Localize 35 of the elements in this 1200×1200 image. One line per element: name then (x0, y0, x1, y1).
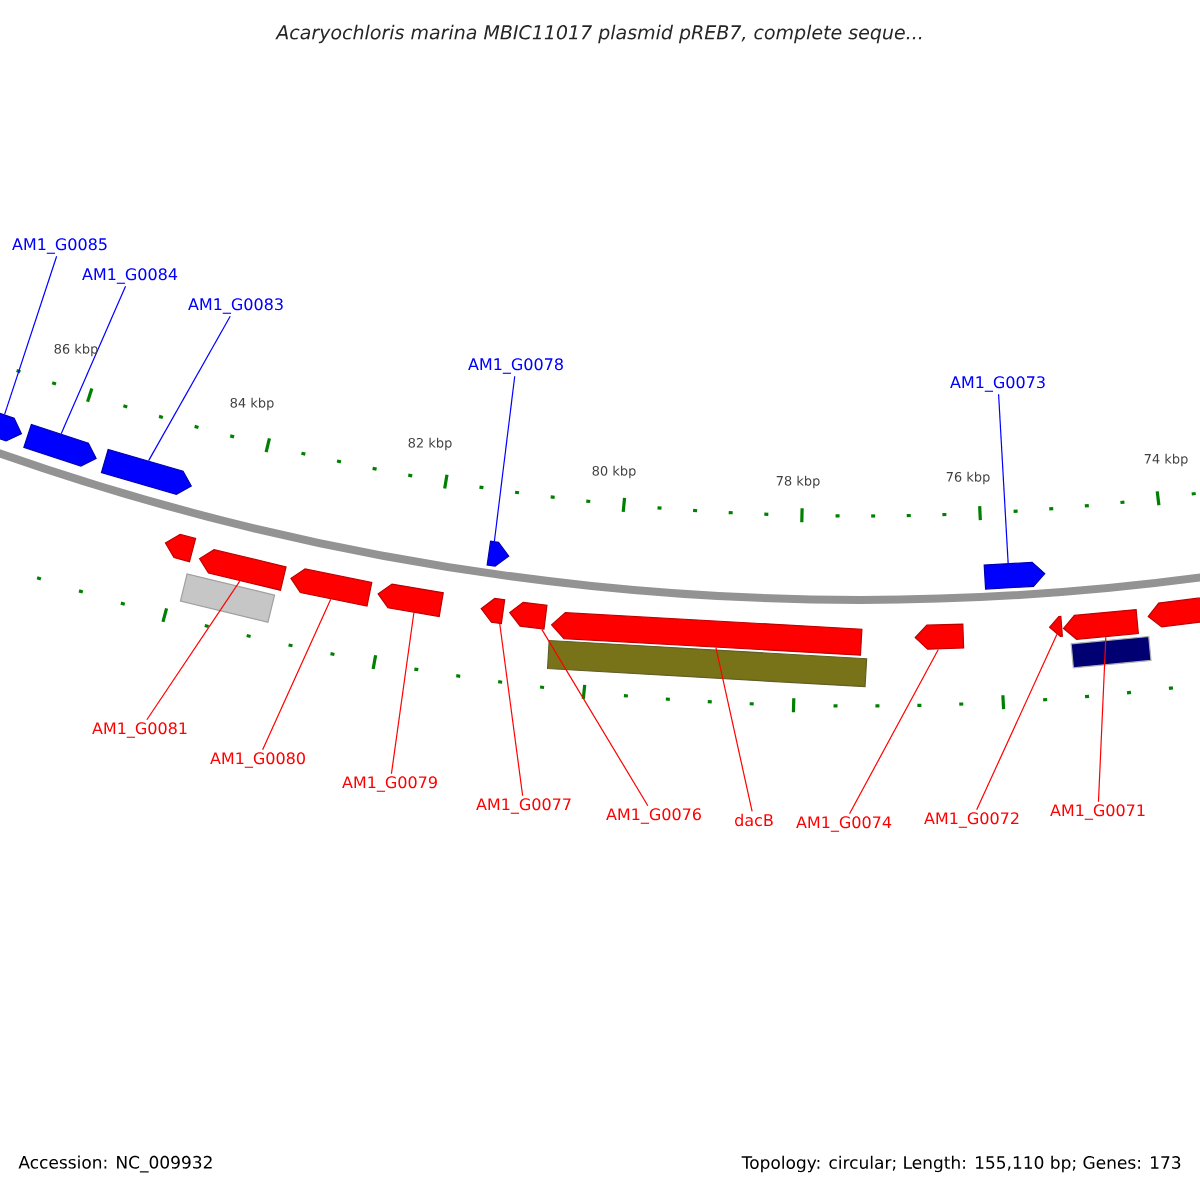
gene-label: AM1_G0085 (12, 238, 107, 254)
leader-line (1097, 636, 1107, 803)
gene-label: AM1_G0083 (188, 298, 283, 314)
gene-label: AM1_G0071 (1050, 804, 1145, 820)
leader-line (976, 633, 1058, 811)
feature-bar (1070, 635, 1152, 669)
leader-line (262, 598, 332, 751)
gene-label: AM1_G0073 (950, 376, 1045, 392)
gene-label: dacB (735, 813, 773, 827)
gene-label: AM1_G0080 (210, 752, 305, 768)
title: Acaryochloris marina MBIC11017 plasmid pREB7, complete seque... (275, 24, 922, 44)
leader-line (146, 580, 241, 721)
gene-label: AM1_G0081 (92, 722, 187, 738)
leader-line (848, 648, 939, 815)
leader-line (541, 628, 649, 807)
feature-bar (546, 639, 868, 688)
gene-feature (1147, 595, 1200, 628)
gene-feature (914, 623, 965, 650)
leader-line (60, 285, 127, 435)
leader-line (499, 623, 524, 797)
gene-label: AM1_G0074 (796, 816, 892, 832)
leader-line (715, 647, 753, 812)
gene-feature (480, 597, 506, 625)
leader-line (4, 255, 58, 415)
gene-label: AM1_G0079 (342, 776, 437, 792)
accession-text: Accession: NC_009932 (18, 1155, 212, 1173)
gene-label: AM1_G0077 (476, 798, 571, 814)
gene-label: AM1_G0078 (468, 358, 563, 374)
gene-label: AM1_G0076 (606, 808, 701, 824)
gene-label: AM1_G0072 (924, 812, 1019, 828)
gene-feature (0, 410, 23, 442)
gene-label: AM1_G0084 (82, 268, 178, 284)
summary-text: Topology: circular; Length: 155,110 bp; Genes: 173 (741, 1155, 1181, 1173)
leader-line (390, 612, 415, 775)
leader-line (148, 315, 231, 462)
